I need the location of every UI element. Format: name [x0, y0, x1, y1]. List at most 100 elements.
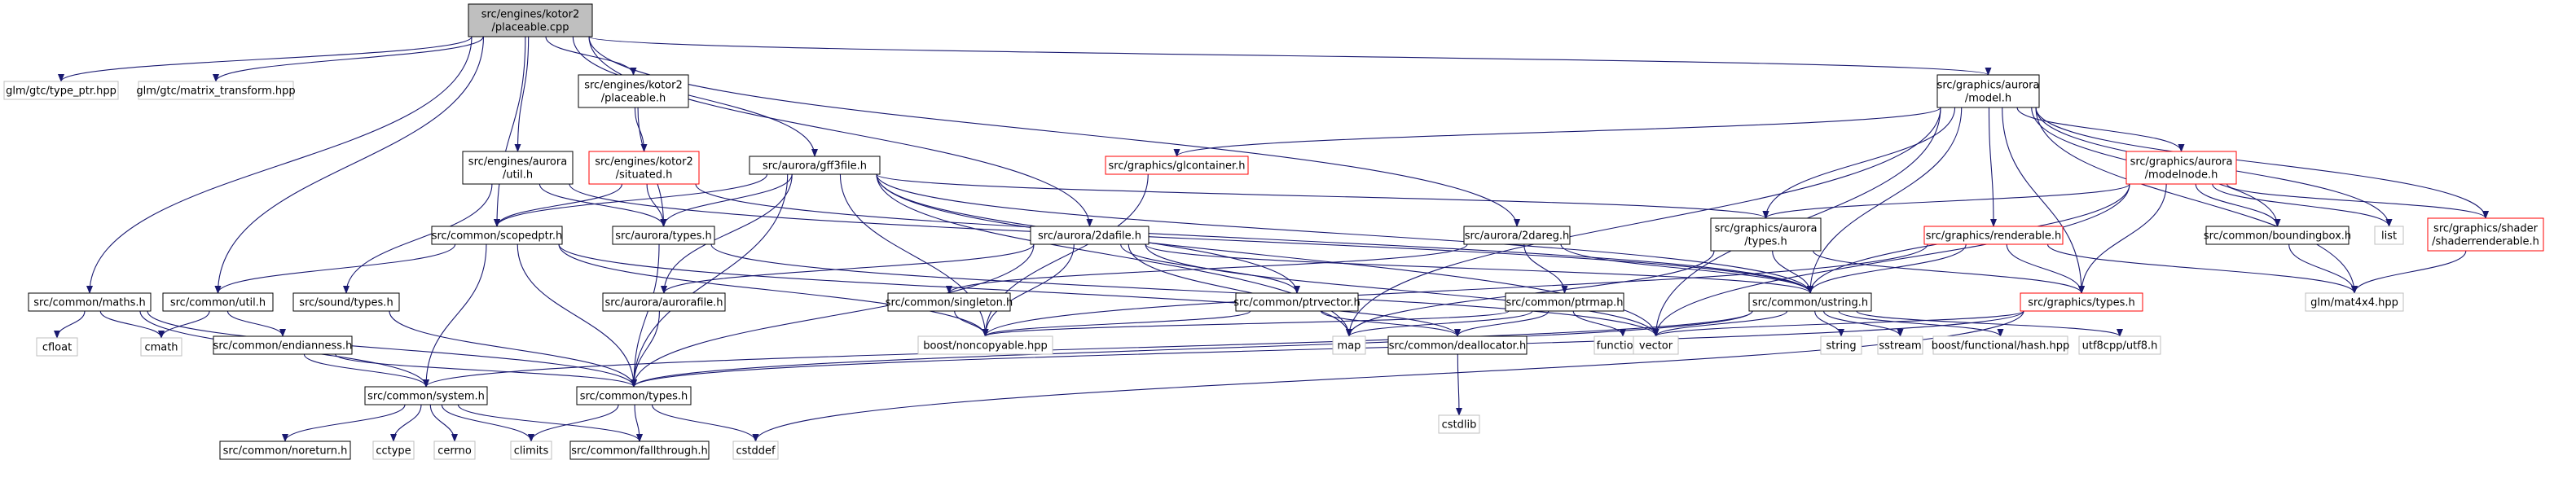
node-box [576, 386, 692, 405]
node-label: src/graphics/renderable.h [1926, 230, 2061, 243]
node-box [2205, 226, 2350, 245]
node-k2_situated_h[interactable]: src/engines/kotor2/situated.h [588, 151, 700, 185]
edge-endianness_h-to-common_types_h [335, 353, 637, 388]
node-box [468, 3, 593, 37]
node-label: src/graphics/aurora [2130, 156, 2233, 169]
edge-root-to-k2_placeable_h [545, 36, 637, 76]
node-shaderrenderable_h[interactable]: src/graphics/shader/shaderrenderable.h [2427, 217, 2544, 252]
edge-root-to-scopedptr_h [494, 36, 526, 227]
node-fallthrough_h[interactable]: src/common/fallthrough.h [569, 440, 710, 460]
node-label: vector [1639, 340, 1673, 353]
node-gfx_aurora_types_h[interactable]: src/graphics/aurora/types.h [1710, 217, 1822, 252]
node-box [431, 226, 563, 245]
node-label: src/common/noreturn.h [223, 445, 348, 458]
node-cerrno: cerrno [433, 440, 476, 460]
node-label: src/graphics/aurora [1715, 223, 1818, 235]
node-label: src/common/ustring.h [1752, 297, 1868, 309]
node-label: glm/gtc/type_ptr.hpp [6, 85, 116, 98]
edge-maths_h-to-cmath [99, 310, 165, 339]
node-boundingbox_h[interactable]: src/common/boundingbox.h [2204, 226, 2351, 245]
node-aurorafile_h[interactable]: src/aurora/aurorafile.h [602, 292, 726, 312]
node-twodareg_h[interactable]: src/aurora/2dareg.h [1463, 226, 1571, 245]
node-box [433, 440, 476, 460]
node-label: list [2381, 230, 2397, 243]
node-box [1030, 226, 1150, 245]
node-glm_typeptr: glm/gtc/type_ptr.hpp [3, 81, 119, 100]
edge-root-to-aurora_util_h [514, 36, 530, 152]
node-utf8: utf8cpp/utf8.h [2078, 335, 2161, 355]
node-deallocator_h[interactable]: src/common/deallocator.h [1387, 335, 1528, 355]
node-box [1877, 335, 1923, 355]
node-label: src/engines/aurora [468, 156, 567, 169]
node-box [1332, 335, 1366, 355]
node-label: src/common/boundingbox.h [2204, 230, 2351, 243]
node-graphics_types_h[interactable]: src/graphics/types.h [2020, 292, 2143, 312]
node-label: src/common/ptrmap.h [1506, 297, 1623, 309]
edge-maths_h-to-cfloat [54, 310, 86, 339]
node-model_h[interactable]: src/graphics/aurora/model.h [1936, 74, 2040, 108]
edge-aurora_util_h-to-sound_types_h [343, 183, 493, 294]
edge-twodafile_h-to-common_types_h [631, 243, 1035, 388]
edge-system_h-to-cerrno [429, 404, 458, 442]
node-label: src/common/system.h [367, 391, 485, 403]
node-cmath: cmath [140, 337, 182, 357]
node-root[interactable]: src/engines/kotor2/placeable.cpp [468, 3, 593, 37]
node-ptrmap_h[interactable]: src/common/ptrmap.h [1505, 292, 1624, 312]
edge-deallocator_h-to-cstdlib [1455, 353, 1462, 416]
node-scopedptr_h[interactable]: src/common/scopedptr.h [431, 226, 563, 245]
edge-common_types_h-to-climits [528, 404, 619, 442]
node-noreturn_h[interactable]: src/common/noreturn.h [219, 440, 351, 460]
node-label: src/engines/kotor2 [481, 9, 580, 21]
node-glcontainer_h[interactable]: src/graphics/glcontainer.h [1105, 156, 1249, 175]
node-label: map [1338, 340, 1361, 353]
node-endianness_h[interactable]: src/common/endianness.h [213, 335, 353, 355]
edge-model_h-to-map [1346, 107, 1941, 337]
node-sstream: sstream [1877, 335, 1923, 355]
node-label: boost/functional/hash.hpp [1932, 340, 2070, 353]
node-label: /model.h [1965, 93, 2011, 105]
node-label: cstdlib [1442, 419, 1477, 432]
edge-gff3file_h-to-noncopyable [839, 173, 989, 337]
node-box [292, 292, 400, 312]
edge-root-to-twodareg_h [588, 36, 1520, 227]
node-singleton_h[interactable]: src/common/singleton.h [886, 292, 1013, 312]
node-box [1936, 74, 2040, 108]
node-box [1932, 335, 2068, 355]
edge-system_h-to-climits [441, 404, 534, 442]
node-box [219, 440, 351, 460]
node-maths_h[interactable]: src/common/maths.h [28, 292, 152, 312]
edge-gfx_aurora_types_h-to-graphics_types_h [1813, 250, 2085, 294]
edge-model_h-to-renderable_h [1988, 107, 1997, 227]
node-system_h[interactable]: src/common/system.h [364, 386, 488, 405]
edge-aurora_util_h-to-ustring_h [569, 183, 1813, 294]
node-label: src/common/ptrvector.h [1233, 297, 1360, 309]
node-sound_types_h[interactable]: src/sound/types.h [292, 292, 400, 312]
edge-gff3file_h-to-ustring_h [876, 173, 1813, 294]
node-aurora_util_h[interactable]: src/engines/aurora/util.h [462, 151, 574, 185]
edge-maths_h-to-common_types_h [147, 310, 637, 388]
edge-common_types_h-to-fallthrough_h [634, 404, 643, 442]
edge-modelnode_h-to-boundingbox_h [2195, 183, 2281, 227]
node-util_h[interactable]: src/common/util.h [162, 292, 274, 312]
node-twodafile_h[interactable]: src/aurora/2dafile.h [1030, 226, 1150, 245]
node-label: cfloat [42, 342, 72, 354]
edge-model_h-to-glcontainer_h [1173, 107, 1941, 157]
node-aurora_types_h[interactable]: src/aurora/types.h [612, 226, 715, 245]
node-modelnode_h[interactable]: src/graphics/aurora/modelnode.h [2125, 151, 2237, 185]
edge-system_h-to-noreturn_h [282, 404, 406, 442]
node-box [2020, 292, 2143, 312]
edge-endianness_h-to-system_h [303, 353, 429, 388]
node-box [140, 337, 182, 357]
node-gff3file_h[interactable]: src/aurora/gff3file.h [749, 156, 881, 175]
node-noncopyable: boost/noncopyable.hpp [917, 335, 1053, 355]
edge-model_h-to-graphics_types_h [2002, 107, 2085, 294]
edge-ptrmap_h-to-functional [1572, 310, 1626, 337]
node-renderable_h[interactable]: src/graphics/renderable.h [1923, 226, 2064, 245]
node-common_types_h[interactable]: src/common/types.h [576, 386, 692, 405]
edge-twodafile_h-to-noncopyable [982, 243, 1075, 337]
edge-root-to-glm_typeptr [58, 36, 473, 82]
node-ustring_h[interactable]: src/common/ustring.h [1748, 292, 1872, 312]
node-k2_placeable_h[interactable]: src/engines/kotor2/placeable.h [578, 74, 689, 108]
edge-glcontainer_h-to-noncopyable [982, 173, 1149, 337]
node-ptrvector_h[interactable]: src/common/ptrvector.h [1233, 292, 1361, 312]
